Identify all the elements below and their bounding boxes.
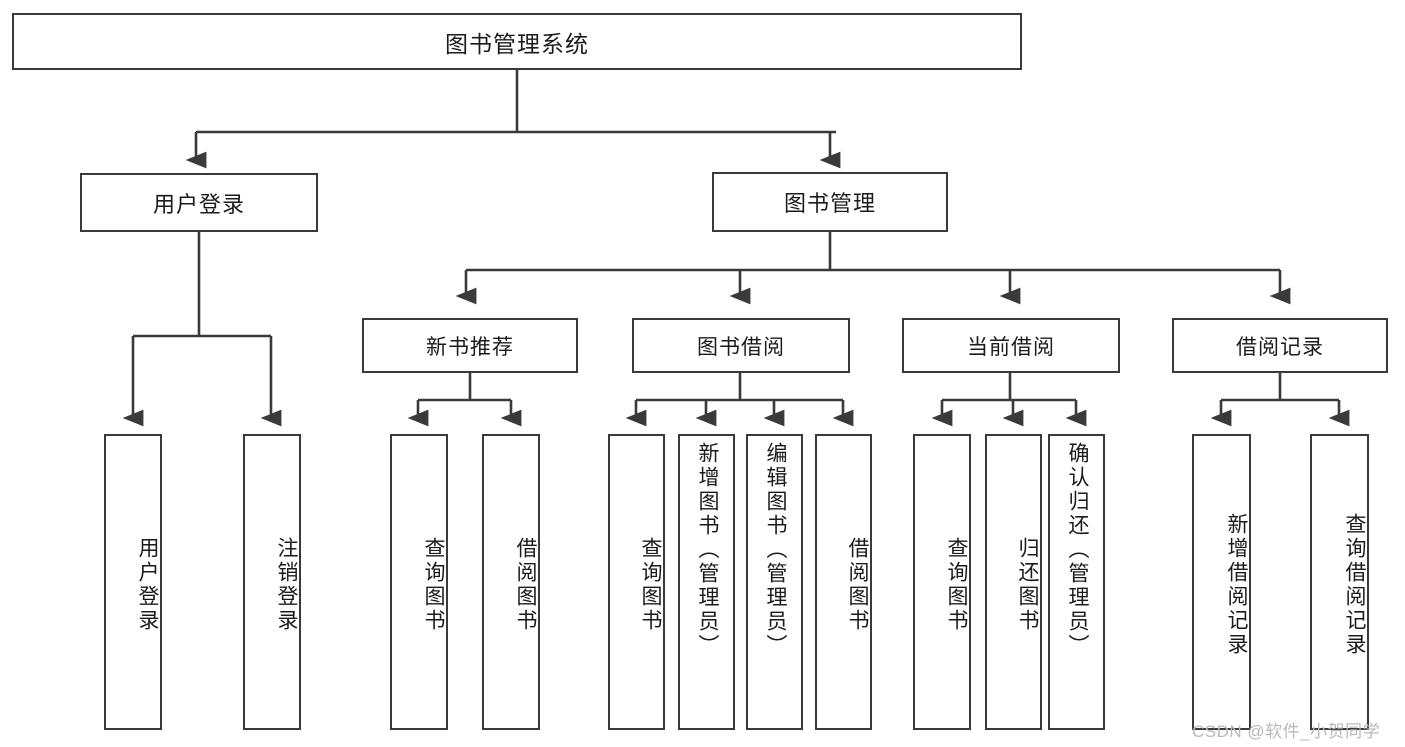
node-leaf-query-book-2[interactable]: 查询图书 [608,434,665,730]
node-leaf-user-logout[interactable]: 注销登录 [243,434,301,730]
node-leaf-query-book-3[interactable]: 查询图书 [913,434,971,730]
node-leaf-add-book[interactable]: 新增图书（管理员） [678,434,735,730]
node-root-system[interactable]: 图书管理系统 [12,13,1022,70]
node-user-login[interactable]: 用户登录 [80,173,318,232]
node-leaf-borrow-book-2[interactable]: 借阅图书 [815,434,872,730]
node-leaf-user-login[interactable]: 用户登录 [104,434,162,730]
node-book-manage[interactable]: 图书管理 [712,172,948,232]
node-leaf-confirm-return[interactable]: 确认归还（管理员） [1048,434,1105,730]
watermark-csdn: CSDN @软件_小贺同学 [1192,722,1381,741]
node-leaf-edit-book[interactable]: 编辑图书（管理员） [746,434,803,730]
node-current-borrow[interactable]: 当前借阅 [902,318,1120,373]
node-borrow-record[interactable]: 借阅记录 [1172,318,1388,373]
node-leaf-query-record[interactable]: 查询借阅记录 [1310,434,1369,730]
node-leaf-return-book[interactable]: 归还图书 [985,434,1042,730]
node-leaf-query-book-1[interactable]: 查询图书 [390,434,448,730]
node-leaf-add-record[interactable]: 新增借阅记录 [1192,434,1251,730]
node-book-borrow[interactable]: 图书借阅 [632,318,850,373]
node-new-book-recommend[interactable]: 新书推荐 [362,318,578,373]
node-leaf-borrow-book-1[interactable]: 借阅图书 [482,434,540,730]
